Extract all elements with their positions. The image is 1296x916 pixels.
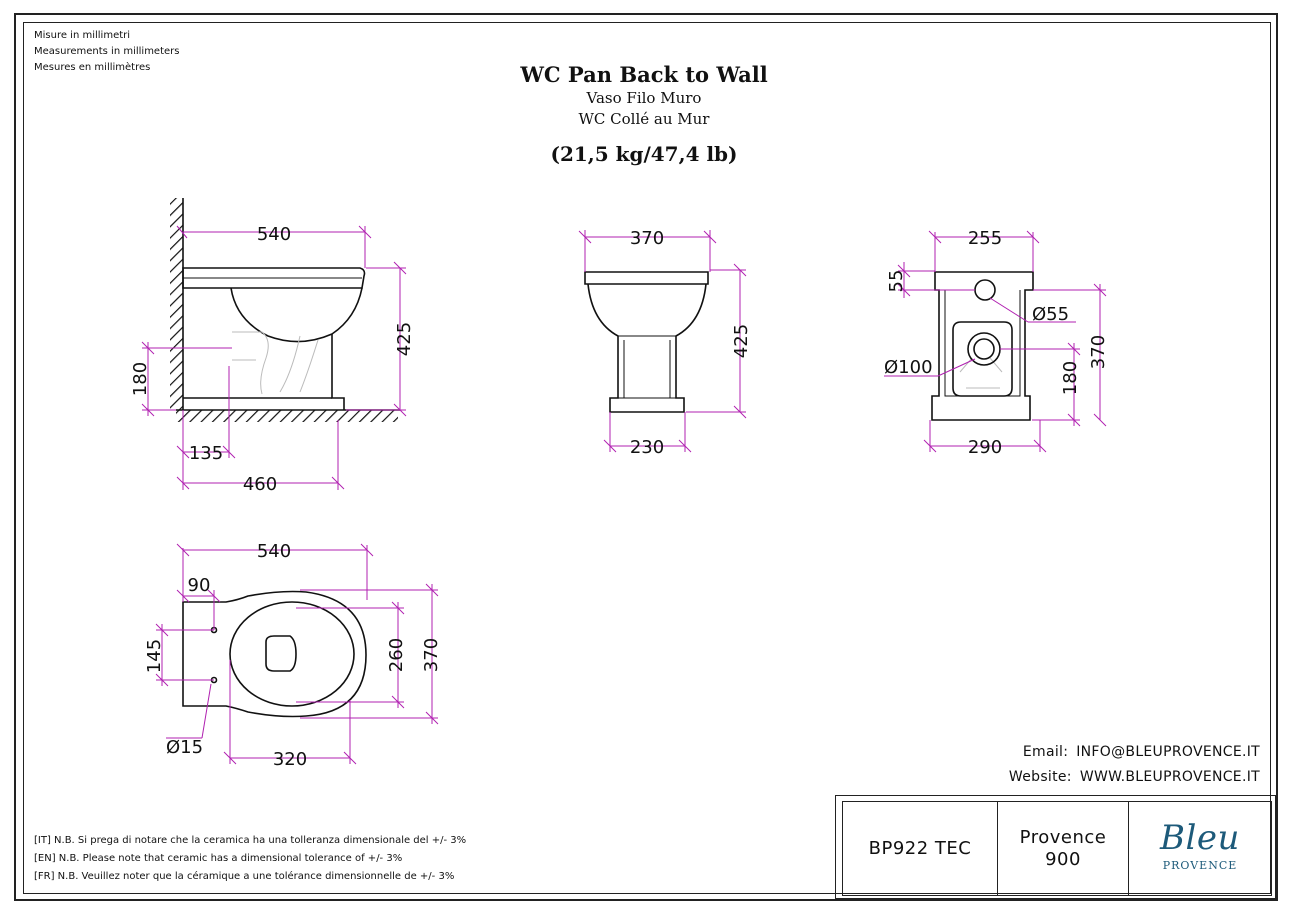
dim-side-outlet: 180 (130, 362, 151, 396)
product-code: BP922 TEC (843, 802, 998, 895)
dim-side-height: 425 (394, 322, 415, 356)
note-fr: [FR] N.B. Veuillez noter que la céramiqu… (34, 871, 455, 882)
dim-back-outlet: 180 (1060, 361, 1081, 395)
dim-back-height: 370 (1088, 335, 1109, 369)
logo-subtitle: PROVENCE (1162, 858, 1238, 872)
dim-side-width: 540 (257, 224, 291, 245)
small-hole (974, 279, 996, 301)
side-view: 540 425 180 135 460 (130, 198, 415, 495)
dim-side-outlet-offset: 135 (189, 443, 223, 464)
dim-front-width: 370 (630, 228, 664, 249)
dim-plan-bowl: 260 (386, 638, 407, 672)
note-en: [EN] N.B. Please note that ceramic has a… (34, 853, 403, 864)
floor-hatch (176, 410, 398, 422)
front-view: 370 425 230 (578, 228, 752, 458)
series-cell: Provence 900 (998, 802, 1129, 895)
title-block-table: BP922 TEC Provence 900 Bleu PROVENCE (842, 801, 1272, 896)
units-fr: Mesures en millimètres (34, 62, 151, 73)
product-title: WC Pan Back to Wall (520, 62, 768, 87)
brand-logo: Bleu PROVENCE (1129, 802, 1271, 895)
dim-back-width: 255 (968, 228, 1002, 249)
dim-front-base: 230 (630, 437, 664, 458)
dim-side-base: 460 (243, 474, 277, 495)
title-block-frame (835, 795, 1276, 899)
dim-plan-length: 540 (257, 541, 291, 562)
dim-back-top: 55 (886, 270, 907, 293)
product-title-fr: WC Collé au Mur (578, 110, 710, 128)
product-title-it: Vaso Filo Muro (586, 89, 702, 107)
units-it: Misure in millimetri (34, 30, 131, 41)
contact-info: Email: INFO@BLEUPROVENCE.IT Website: WWW.B… (1009, 740, 1260, 790)
dim-back-hole-small: Ø55 (1032, 304, 1069, 325)
note-it: [IT] N.B. Si prega di notare che la cera… (34, 835, 467, 846)
outlet-inner (973, 338, 995, 360)
dim-front-height: 425 (731, 324, 752, 358)
dim-back-hole-large: Ø100 (884, 357, 933, 378)
product-weight: (21,5 kg/47,4 lb) (550, 142, 738, 166)
title-block: WC Pan Back to Wall Vaso Filo Muro WC Co… (444, 62, 844, 168)
dim-back-base: 290 (968, 437, 1002, 458)
series-number: 900 (1045, 848, 1081, 870)
website-line: Website: WWW.BLEUPROVENCE.IT (1009, 765, 1260, 790)
logo-wordmark: Bleu (1160, 817, 1240, 858)
website-label: Website: (1008, 769, 1072, 785)
units-note: Misure in millimetri Measurements in mil… (34, 28, 179, 76)
dim-plan-fix-span: 145 (144, 639, 165, 673)
email-address[interactable]: INFO@BLEUPROVENCE.IT (1076, 744, 1260, 760)
inner-frame (23, 22, 1271, 894)
email-label: Email: (1022, 744, 1069, 760)
series-name: Provence (1019, 826, 1107, 848)
dim-plan-fix-offset: 90 (188, 575, 211, 596)
email-line: Email: INFO@BLEUPROVENCE.IT (1009, 740, 1260, 765)
units-en: Measurements in millimeters (34, 46, 180, 57)
tolerance-notes: [IT] N.B. Si prega di notare che la cera… (34, 832, 466, 886)
wall-hatch (170, 198, 183, 410)
back-view: 255 55 Ø55 Ø100 180 370 290 (884, 228, 1109, 458)
dim-plan-width: 370 (421, 638, 442, 672)
dim-plan-fix-diameter: Ø15 (166, 737, 203, 758)
dim-plan-bowl-length: 320 (273, 749, 307, 770)
plan-view: 540 90 145 260 370 Ø15 320 (144, 541, 442, 770)
outer-frame (14, 13, 1278, 901)
website-address[interactable]: WWW.BLEUPROVENCE.IT (1079, 769, 1260, 785)
